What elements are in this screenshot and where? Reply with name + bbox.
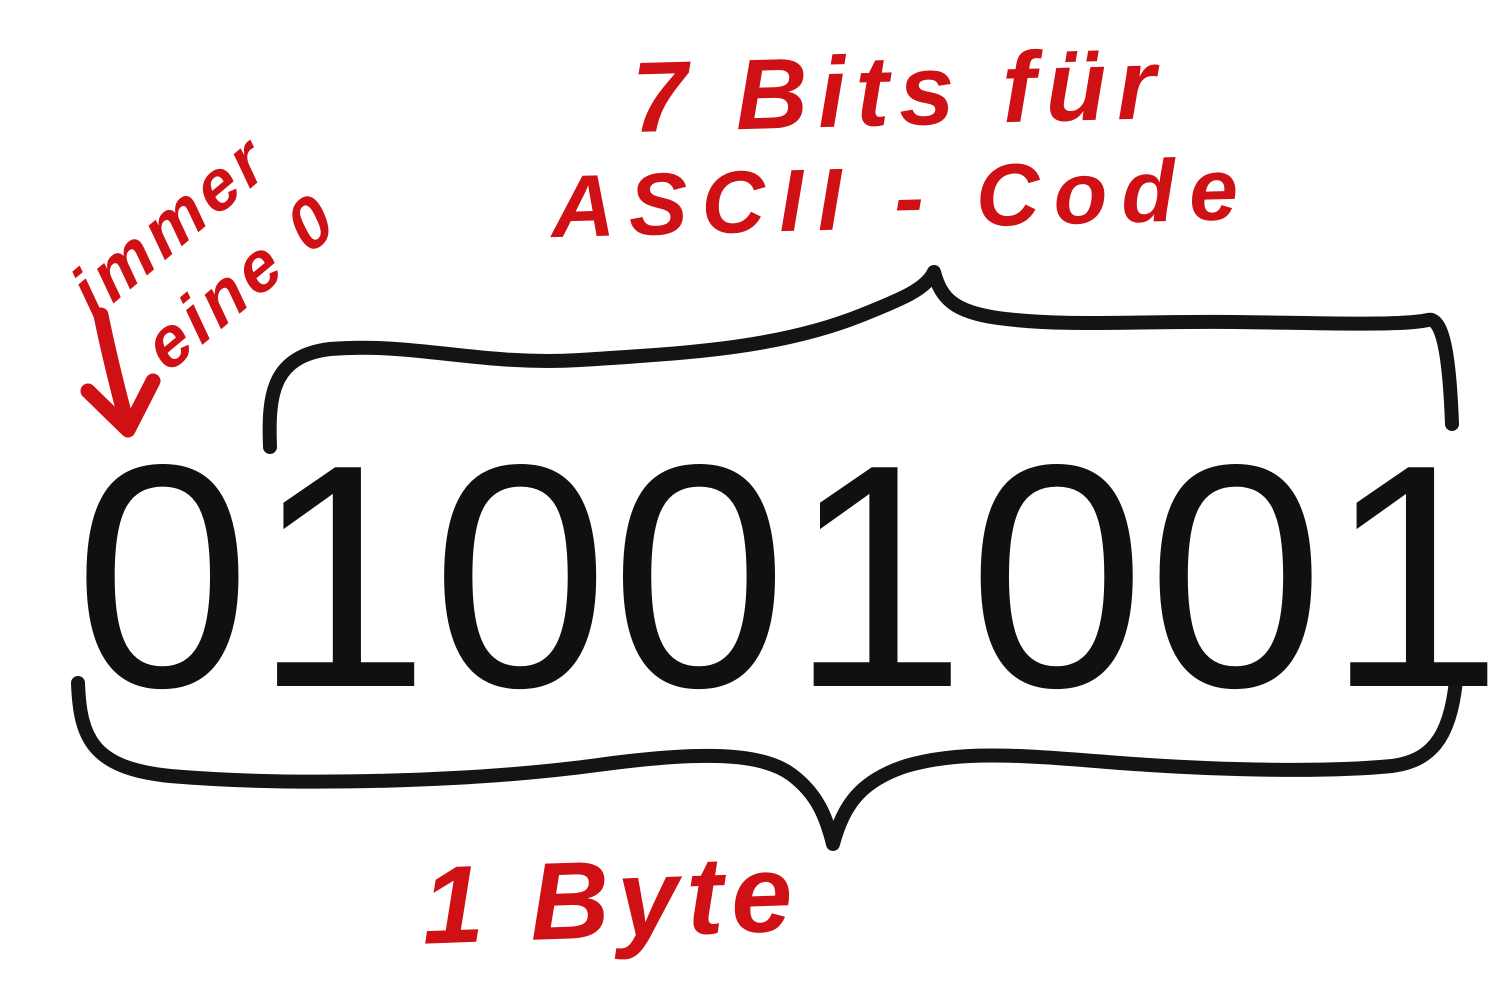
seven-bits-label: 7 Bits für ASCII - Code: [467, 25, 1332, 257]
seven-bits-label-line2: ASCII - Code: [549, 138, 1254, 257]
one-byte-brace-icon: [71, 673, 1463, 851]
leading-zero-arrow-icon: [80, 307, 161, 438]
seven-bits-label-line1: 7 Bits für: [630, 28, 1167, 154]
one-byte-label: 1 Byte: [419, 831, 803, 968]
seven-bits-brace-icon: [262, 265, 1459, 454]
binary-number: 01001001: [74, 399, 1495, 754]
